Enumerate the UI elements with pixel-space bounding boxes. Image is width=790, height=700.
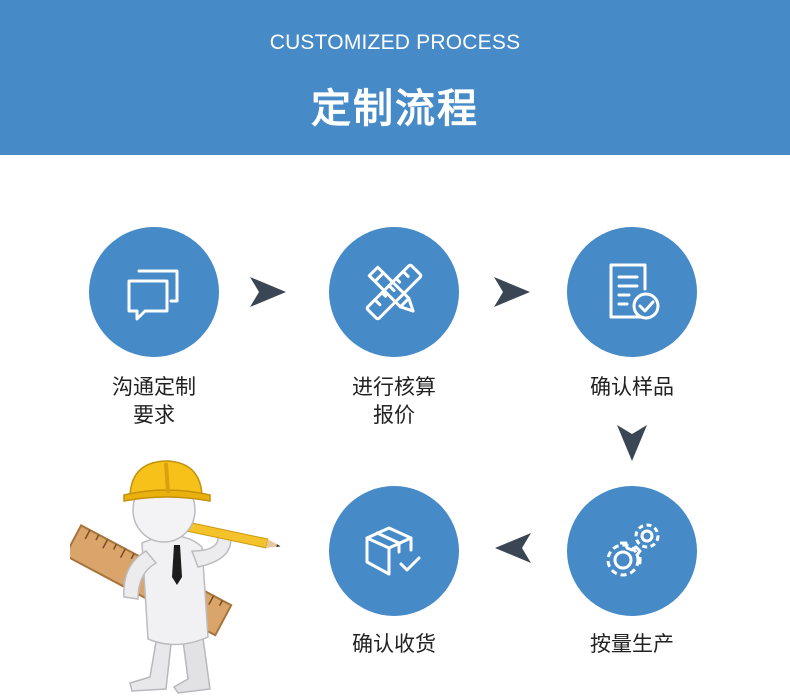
chat-bubbles-icon [127, 269, 179, 321]
gears-icon [606, 523, 660, 577]
step-2-label: 进行核算 报价 [352, 375, 436, 427]
step-1-label: 沟通定制 要求 [112, 375, 196, 427]
header-title: 定制流程 [311, 86, 479, 132]
step-4-label: 按量生产 [590, 632, 674, 656]
step-3-circle [567, 227, 697, 357]
header-subtitle: CUSTOMIZED PROCESS [269, 31, 521, 54]
step-2-circle [329, 227, 459, 357]
pencil-ruler-icon [365, 263, 423, 321]
worker-illustration [70, 460, 281, 694]
step-5-label: 确认收货 [352, 632, 436, 656]
step-1-circle [89, 227, 219, 357]
document-check-icon [609, 263, 660, 320]
step-5-circle [329, 486, 459, 616]
step-4-circle [567, 486, 697, 616]
arrow-right-icon [494, 277, 530, 307]
step-3-label: 确认样品 [590, 375, 674, 399]
arrow-right-icon [250, 277, 286, 307]
arrow-left-icon [495, 533, 531, 563]
arrow-down-icon [617, 425, 647, 461]
header-banner: CUSTOMIZED PROCESS 定制流程 [0, 0, 790, 155]
package-check-icon [365, 526, 421, 576]
